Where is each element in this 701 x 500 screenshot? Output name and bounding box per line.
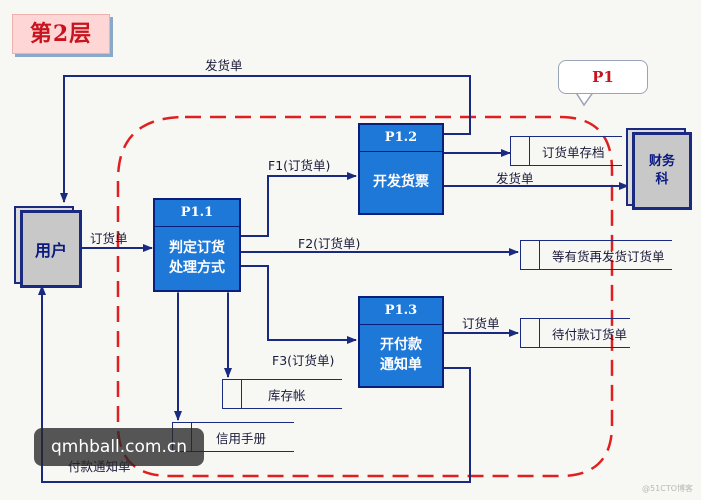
store-backorder-id [520,241,540,269]
process-p1-3-name-line1: 开付款 [380,337,422,353]
process-p1-1-name: 判定订货 处理方式 [155,227,239,289]
label-f1: F1(订货单) [268,158,331,173]
flow-payment-notice [38,285,471,483]
process-p1-2-id: P1.2 [360,125,442,152]
store-inventory-label: 库存帐 [268,387,306,403]
process-p1-3-name: 开付款 通知单 [360,325,442,385]
flow-f3 [238,265,357,344]
process-p1-1: P1.1 判定订货 处理方式 [153,198,241,292]
corner-mark: @51CTO博客 [642,484,693,493]
store-inventory: 库存帐 [222,379,342,409]
process-p1-3-id: P1.3 [360,298,442,325]
finance-entity-label-1: 财务 [648,154,675,169]
label-order-in: 订货单 [90,231,128,246]
store-backorder: 等有货再发货订货单 [520,240,672,270]
store-order-archive: 订货单存档 [510,136,622,166]
process-p1-2-name-line1: 开发货票 [373,174,429,190]
label-order-to-pending: 订货单 [462,316,500,331]
flow-f1 [238,172,357,237]
user-entity: 用户 [20,210,82,288]
process-boundary [116,115,614,478]
process-p1-1-name-line1: 判定订货 [169,240,225,256]
store-order-archive-id [510,137,530,165]
label-f3: F3(订货单) [272,353,335,368]
process-p1-1-id: P1.1 [155,200,239,227]
user-entity-label: 用户 [34,241,67,260]
label-f2: F2(订货单) [298,236,361,251]
callout-pointer [574,90,595,107]
process-p1-3: P1.3 开付款 通知单 [358,296,444,388]
finance-entity: 财务 科 [632,132,692,210]
process-p1-2: P1.2 开发货票 [358,123,444,215]
layer-title: 第2层 [12,14,110,54]
store-pending-payment: 待付款订货单 [520,318,630,348]
finance-entity-label-2: 科 [655,172,669,187]
process-p1-1-name-line2: 处理方式 [169,260,225,276]
watermark: qmhball.com.cn [34,428,204,466]
label-invoice-to-finance: 发货单 [496,171,534,186]
label-invoice-top: 发货单 [205,58,243,73]
store-credit-label: 信用手册 [216,430,267,446]
flow-invoice-to-user [60,75,471,203]
store-pending-payment-id [520,319,540,347]
process-p1-3-name-line2: 通知单 [380,357,422,373]
store-inventory-id [222,380,242,408]
store-pending-payment-label: 待付款订货单 [552,326,628,342]
store-order-archive-label: 订货单存档 [542,144,605,160]
process-p1-2-name: 开发货票 [360,152,442,212]
callout-p1: P1 [558,60,648,94]
store-backorder-label: 等有货再发货订货单 [552,248,665,264]
